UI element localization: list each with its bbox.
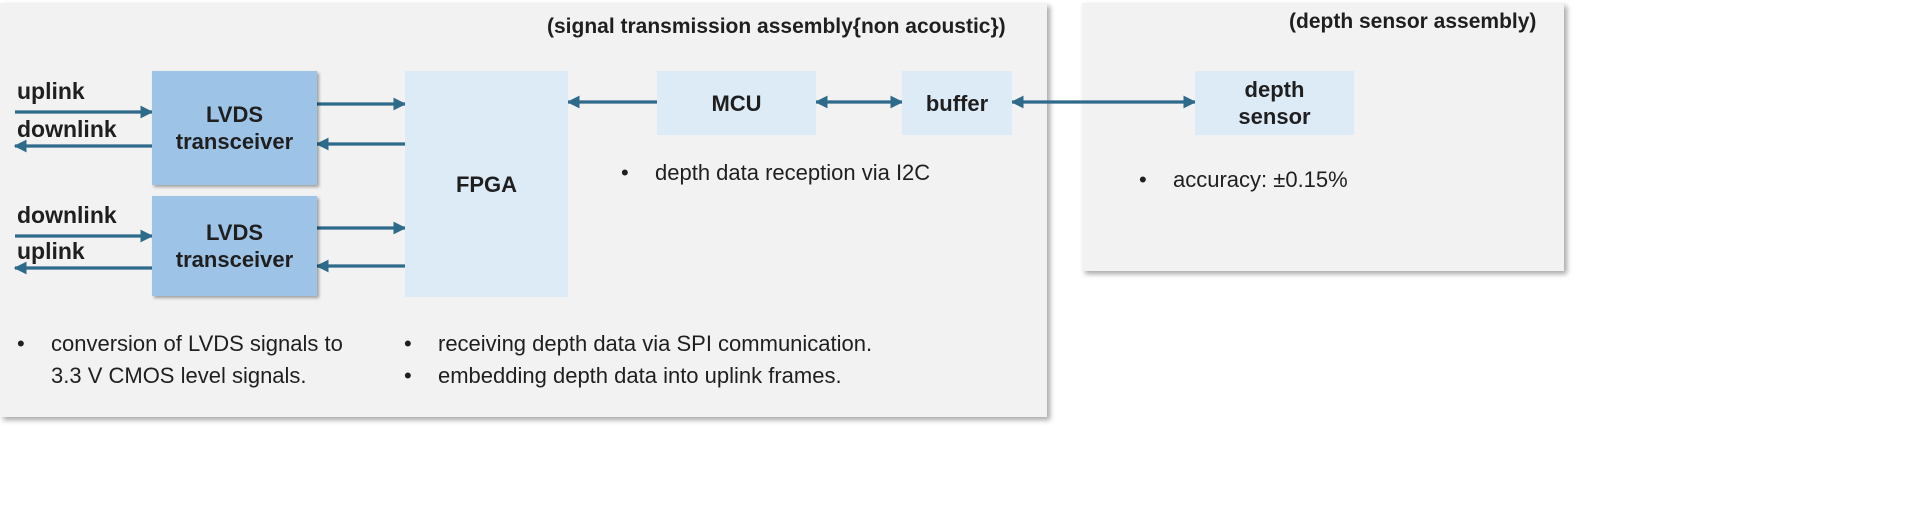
buffer-block: buffer — [902, 71, 1012, 135]
note-lvds-line-2: 3.3 V CMOS level signals. — [51, 363, 307, 388]
depth-sensor-title: (depth sensor assembly) — [1289, 10, 1537, 33]
fpga-block: FPGA — [405, 71, 568, 297]
mcu-label: MCU — [711, 90, 762, 116]
buffer-label: buffer — [925, 90, 989, 116]
depth-sensor-label: depth sensor — [1238, 77, 1311, 129]
note-sensor-line-1: accuracy: ±0.15% — [1173, 167, 1348, 192]
bullet-icon: • — [17, 331, 25, 356]
depth-sensor-panel — [1082, 3, 1564, 271]
depth-sensor-block: depth sensor — [1195, 71, 1354, 135]
bullet-icon: • — [621, 160, 629, 185]
signal-label-uplink-bottom: uplink — [17, 238, 85, 264]
note-lvds-line-1: conversion of LVDS signals to — [51, 331, 343, 356]
signal-label-downlink-bottom: downlink — [17, 202, 117, 228]
mcu-block: MCU — [657, 71, 816, 135]
lvds-transceiver-top-label: LVDS transceiver — [175, 102, 294, 154]
lvds-transceiver-top: LVDS transceiver — [152, 71, 317, 185]
signal-transmission-title: (signal transmission assembly{non acoust… — [547, 15, 1006, 38]
note-mcu-line-1: depth data reception via I2C — [655, 160, 931, 185]
signal-label-uplink-top: uplink — [17, 78, 85, 104]
fpga-label: FPGA — [455, 171, 518, 197]
lvds-transceiver-bottom-label: LVDS transceiver — [175, 220, 294, 272]
signal-label-downlink-top: downlink — [17, 116, 117, 142]
note-fpga-line-2: embedding depth data into uplink frames. — [438, 363, 842, 388]
lvds-transceiver-bottom: LVDS transceiver — [152, 196, 317, 296]
note-sensor-accuracy: • accuracy: ±0.15% — [1139, 164, 1348, 196]
note-fpga-line-1: receiving depth data via SPI communicati… — [438, 331, 873, 356]
note-fpga-functions: • receiving depth data via SPI communicat… — [404, 328, 872, 392]
bullet-icon: • — [404, 331, 412, 356]
note-mcu-reception: • depth data reception via I2C — [621, 157, 930, 189]
bullet-icon: • — [1139, 167, 1147, 192]
bullet-icon: • — [404, 363, 412, 388]
note-lvds-conversion: • conversion of LVDS signals to 3.3 V CMO… — [17, 328, 343, 392]
